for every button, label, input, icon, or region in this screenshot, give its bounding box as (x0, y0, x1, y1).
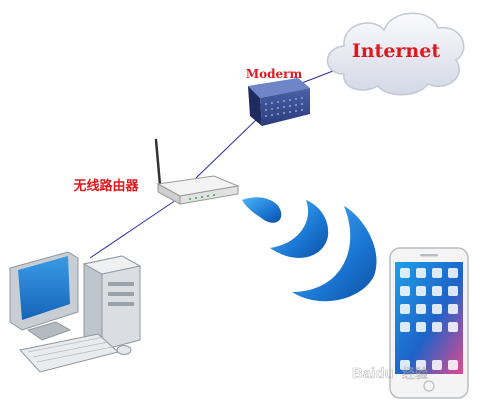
link-computer-router (89, 199, 177, 259)
watermark-suffix: 经验 (402, 366, 428, 382)
wifi-signal-icon (242, 197, 377, 302)
modem-icon (248, 78, 310, 126)
desktop-computer-icon (9, 251, 142, 373)
cloud-icon (326, 12, 465, 96)
link-router-modem (195, 119, 257, 179)
router-label: 无线路由器 (72, 178, 139, 194)
router-icon (154, 138, 240, 205)
smartphone-icon (389, 247, 469, 399)
internet-label: Internet (352, 40, 440, 62)
modem-label: Moderm (246, 67, 303, 81)
watermark-brand: Baidu (352, 365, 394, 382)
baidu-watermark: Baidu 经验 (352, 365, 429, 383)
